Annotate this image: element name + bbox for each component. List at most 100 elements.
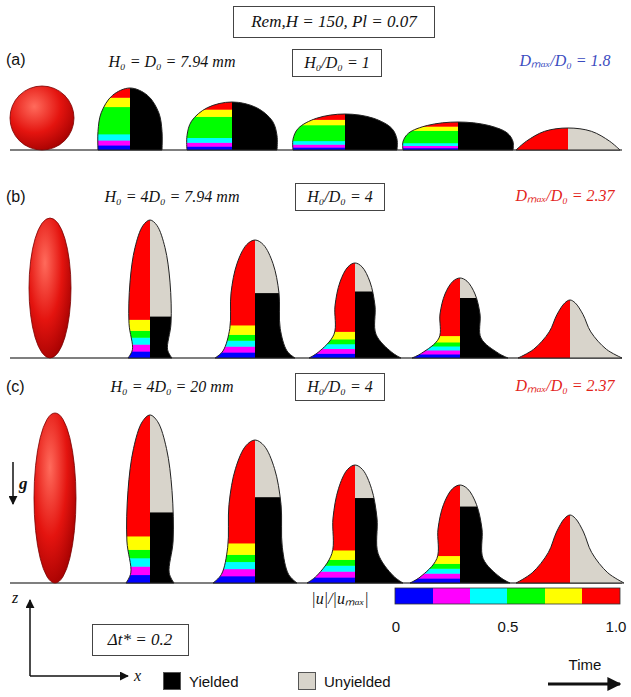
figure-label: (c) <box>6 378 25 396</box>
figure-label: g <box>19 474 28 494</box>
unyielded-region <box>150 217 176 317</box>
legend-text: Unyielded <box>324 673 391 690</box>
velocity-band <box>406 573 460 578</box>
yielded-region <box>232 102 281 151</box>
figure-label: 0 <box>392 618 400 635</box>
velocity-band <box>399 130 458 143</box>
droplet-outline <box>293 114 398 150</box>
figure-label: Dₘₐₓ/D₀ = 2.37 <box>515 184 614 206</box>
initial-droplet <box>29 218 71 358</box>
velocity-band <box>94 134 130 141</box>
velocity-band <box>211 340 255 346</box>
velocity-band <box>94 140 130 145</box>
droplet-snapshot <box>94 85 166 151</box>
yielded-region <box>355 292 405 360</box>
droplet-snapshot <box>124 217 176 359</box>
unyielded-region <box>255 237 299 294</box>
droplet-snapshot <box>408 275 512 359</box>
unyielded-region <box>255 437 301 498</box>
velocity-band <box>408 275 460 336</box>
velocity-band <box>94 97 130 107</box>
velocity-band <box>124 217 150 320</box>
velocity-band <box>408 336 460 343</box>
velocity-band <box>209 576 255 584</box>
legend-swatch <box>163 672 181 690</box>
velocity-band <box>183 116 232 138</box>
yielded-region <box>255 293 299 359</box>
parameter-box: Δt* = 0.2 <box>92 624 189 656</box>
droplet-outline <box>98 88 162 150</box>
legend-swatch <box>298 672 316 690</box>
velocity-band <box>406 482 460 556</box>
velocity-band <box>209 569 255 577</box>
velocity-band <box>122 558 150 567</box>
figure-label: z <box>12 589 18 607</box>
velocity-band <box>303 550 355 560</box>
velocity-band <box>289 125 345 141</box>
figure-label: H₀ = 4D₀ = 20 mm <box>111 378 234 396</box>
velocity-band <box>124 330 150 337</box>
droplet-snapshot <box>122 412 178 584</box>
parameter-box: H₀/D₀ = 4 <box>295 183 385 211</box>
yielded-region <box>460 507 514 584</box>
figure-label: 0.5 <box>498 618 519 635</box>
unyielded-region <box>460 482 514 507</box>
figure-label: (b) <box>6 188 26 206</box>
droplet-outline <box>516 128 620 150</box>
figure-label: x <box>134 667 141 685</box>
parameter-box: H₀/D₀ = 1 <box>292 49 382 77</box>
droplet-snapshot <box>406 482 514 584</box>
droplet-outline <box>410 485 510 583</box>
figure-label: H₀ = 4D₀ = 7.94 mm <box>105 188 240 206</box>
velocity-band <box>183 142 232 146</box>
figure-label: Time <box>569 656 602 673</box>
velocity-band <box>124 337 150 344</box>
velocity-band <box>305 344 355 349</box>
x-axis <box>30 675 128 677</box>
droplet-sequence <box>10 85 628 584</box>
velocity-band <box>209 437 255 543</box>
initial-droplet <box>10 86 74 150</box>
droplet-snapshot <box>305 260 405 359</box>
time-arrow <box>548 683 620 686</box>
velocity-band <box>289 119 345 125</box>
velocity-band <box>305 260 355 332</box>
velocity-band <box>305 349 355 354</box>
droplet-outline <box>307 465 403 583</box>
gravity-arrow <box>12 462 14 504</box>
droplet-outline <box>128 220 172 358</box>
figure-label: 1.0 <box>606 618 627 635</box>
velocity-band <box>305 331 355 339</box>
droplet-outline <box>403 122 514 150</box>
droplet-snapshot <box>512 512 628 584</box>
figure-label: (a) <box>6 51 26 69</box>
yielded-region <box>460 298 512 359</box>
velocity-band <box>122 566 150 575</box>
droplet-outline <box>126 415 174 583</box>
velocity-band <box>211 325 255 335</box>
droplet-snapshot <box>303 462 407 584</box>
droplet-snapshot <box>399 119 517 151</box>
droplet-snapshot <box>211 237 299 359</box>
yielded-region <box>255 497 301 584</box>
velocity-band <box>183 138 232 143</box>
velocity-band <box>209 562 255 570</box>
box-text: H₀/D₀ = 1 <box>303 54 371 72</box>
droplet-outline <box>187 102 278 150</box>
droplet-outline <box>215 240 295 358</box>
velocity-band <box>408 350 460 355</box>
unyielded-region <box>460 275 512 299</box>
yielded-region <box>458 122 517 151</box>
velocity-band <box>211 346 255 352</box>
box-text: Δt* = 0.2 <box>107 630 174 650</box>
parameter-box: H₀/D₀ = 4 <box>295 373 385 401</box>
figure-label: |u|/|uₘₐₓ| <box>311 587 368 609</box>
velocity-band <box>303 571 355 577</box>
velocity-band <box>122 536 150 550</box>
velocity-band <box>211 334 255 340</box>
yielded-region <box>355 498 407 584</box>
droplet-snapshot <box>289 111 401 151</box>
velocity-band <box>124 344 150 351</box>
box-text: H₀/D₀ = 4 <box>306 188 374 206</box>
velocity-band <box>399 126 458 131</box>
